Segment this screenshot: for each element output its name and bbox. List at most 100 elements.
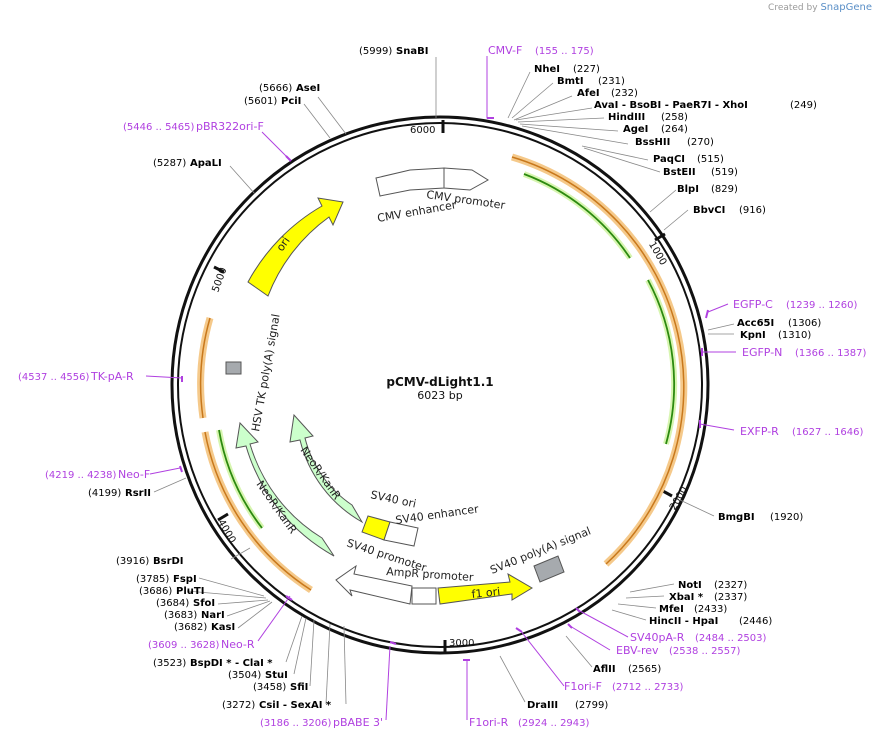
primer-pbabe-range: (3186 .. 3206) xyxy=(260,718,332,729)
cmv-enhancer-arrow xyxy=(375,167,445,197)
site-bsrdi-pos: (3916) xyxy=(116,556,149,567)
site-rsrii-pos: (4199) xyxy=(88,488,121,499)
primer-pbr322: pBR322ori-F xyxy=(196,120,264,133)
primer-f1orir-range: (2924 .. 2943) xyxy=(518,718,590,729)
sv40-polya-box xyxy=(533,555,565,583)
site-noti-pos: (2327) xyxy=(714,580,747,591)
site-sfii: SfiI xyxy=(290,682,308,693)
site-bmti-pos: (231) xyxy=(598,76,625,87)
snapgene-credit: Created by SnapGene xyxy=(768,2,872,13)
primer-tkpar: TK-pA-R xyxy=(90,370,134,383)
site-bmgbi: BmgBI xyxy=(718,512,755,523)
primer-pbr322-range: (5446 .. 5465) xyxy=(123,122,195,133)
site-bmgbi-pos: (1920) xyxy=(770,512,803,523)
site-aflii-pos: (2565) xyxy=(628,664,661,675)
tick-6000: 6000 xyxy=(410,125,435,136)
site-fspi: FspI xyxy=(173,574,197,585)
neor-inner-arrow xyxy=(289,413,364,524)
site-agei-pos: (264) xyxy=(661,124,688,135)
site-apali-pos: (5287) xyxy=(153,158,186,169)
site-acc65i: Acc65I xyxy=(737,318,774,329)
sv40-promoter-arrow xyxy=(335,564,413,605)
primer-cmvf: CMV-F xyxy=(488,44,522,57)
f1-ori-arrow xyxy=(437,572,533,605)
site-agei: AgeI xyxy=(623,124,648,135)
backbone-outer-ring xyxy=(170,115,710,655)
tick-4000: 4000 xyxy=(215,518,237,546)
site-afei: AfeI xyxy=(577,88,600,99)
feature-arc-orange-right-line xyxy=(511,156,685,565)
site-paqci-pos: (515) xyxy=(697,154,724,165)
feature-arc-orange-left-line xyxy=(204,431,312,591)
site-bspdi: BspDI * - ClaI * xyxy=(190,658,273,669)
site-draiii: DraIII xyxy=(527,700,558,711)
primer-ebvrev: EBV-rev xyxy=(616,644,659,657)
site-draiii-pos: (2799) xyxy=(575,700,608,711)
site-stui-pos: (3504) xyxy=(228,670,261,681)
site-afei-pos: (232) xyxy=(611,88,638,99)
label-neo-inner: NeoR/KanR xyxy=(298,444,344,502)
primer-tkpar-range: (4537 .. 4556) xyxy=(18,372,90,383)
site-noti: NotI xyxy=(678,580,702,591)
site-hincii-pos: (2446) xyxy=(739,616,772,627)
site-labels: (5999) SnaBI (5666) AseI (5601) PciI (52… xyxy=(88,46,821,711)
plasmid-length: 6023 bp xyxy=(417,389,462,402)
site-apali: ApaLI xyxy=(190,158,222,169)
site-xbai-pos: (2337) xyxy=(714,592,747,603)
site-asei: AseI xyxy=(296,83,320,94)
site-blpi: BlpI xyxy=(677,184,699,195)
site-bsteii: BstEII xyxy=(663,167,696,178)
site-bbvci: BbvCI xyxy=(693,205,725,216)
tick-2000: 2000 xyxy=(668,485,690,513)
site-csii: CsiI - SexAI * xyxy=(259,700,332,711)
site-pcii-pos: (5601) xyxy=(244,96,277,107)
site-pluti: PluTI xyxy=(176,586,204,597)
primer-neof: Neo-F xyxy=(118,468,150,481)
site-kasi: KasI xyxy=(211,622,235,633)
primer-exfpr-range: (1627 .. 1646) xyxy=(792,427,864,438)
ampr-promoter-box xyxy=(411,587,437,605)
site-bsshii: BssHII xyxy=(635,137,670,148)
site-bmti: BmtI xyxy=(557,76,584,87)
site-nhei-pos: (227) xyxy=(573,64,600,75)
primer-egfpc-range: (1239 .. 1260) xyxy=(786,300,858,311)
feature-arc-orange-left-small-line xyxy=(199,317,211,419)
site-snabi: SnaBI xyxy=(396,46,428,57)
primer-exfpr: EXFP-R xyxy=(740,425,779,438)
neor-outer-arrow xyxy=(235,421,335,557)
credit-created-by: Created by xyxy=(768,3,818,13)
primer-neor: Neo-R xyxy=(221,638,255,651)
primer-sv40par-range: (2484 .. 2503) xyxy=(695,633,767,644)
site-kpni-pos: (1310) xyxy=(778,330,811,341)
site-bspdi-pos: (3523) xyxy=(153,658,186,669)
hsv-tk-polya-box xyxy=(225,361,242,375)
tick-5000: 5000 xyxy=(210,266,229,294)
primer-neor-range: (3609 .. 3628) xyxy=(148,640,220,651)
site-blpi-pos: (829) xyxy=(711,184,738,195)
primer-egfpn-range: (1366 .. 1387) xyxy=(795,348,867,359)
site-sfii-pos: (3458) xyxy=(253,682,286,693)
site-paqci: PaqCI xyxy=(653,154,685,165)
primer-marks xyxy=(179,117,709,661)
site-aflii: AflII xyxy=(593,664,616,675)
sv40-enhancer-box xyxy=(383,521,419,547)
site-fspi-pos: (3785) xyxy=(136,574,169,585)
site-sfoi: SfoI xyxy=(193,598,215,609)
feature-arc-orange-left xyxy=(201,431,313,593)
site-avai: AvaI - BsoBI - PaeR7I - XhoI xyxy=(594,100,748,111)
site-nari-pos: (3683) xyxy=(164,610,197,621)
label-ampr-promoter: AmpR promoter xyxy=(386,565,475,584)
site-stui: StuI xyxy=(265,670,288,681)
site-leaders xyxy=(153,57,735,705)
tick-3000: 3000 xyxy=(449,638,474,649)
site-bbvci-pos: (916) xyxy=(739,205,766,216)
primer-f1orir: F1ori-R xyxy=(469,716,509,729)
label-f1-ori: f1 ori xyxy=(471,585,501,601)
primer-egfpc: EGFP-C xyxy=(733,298,773,311)
site-kpni: KpnI xyxy=(740,330,766,341)
ori-arrow xyxy=(247,197,344,297)
site-pluti-pos: (3686) xyxy=(139,586,172,597)
site-mfei: MfeI xyxy=(659,604,684,615)
site-snabi-pos: (5999) xyxy=(359,46,392,57)
